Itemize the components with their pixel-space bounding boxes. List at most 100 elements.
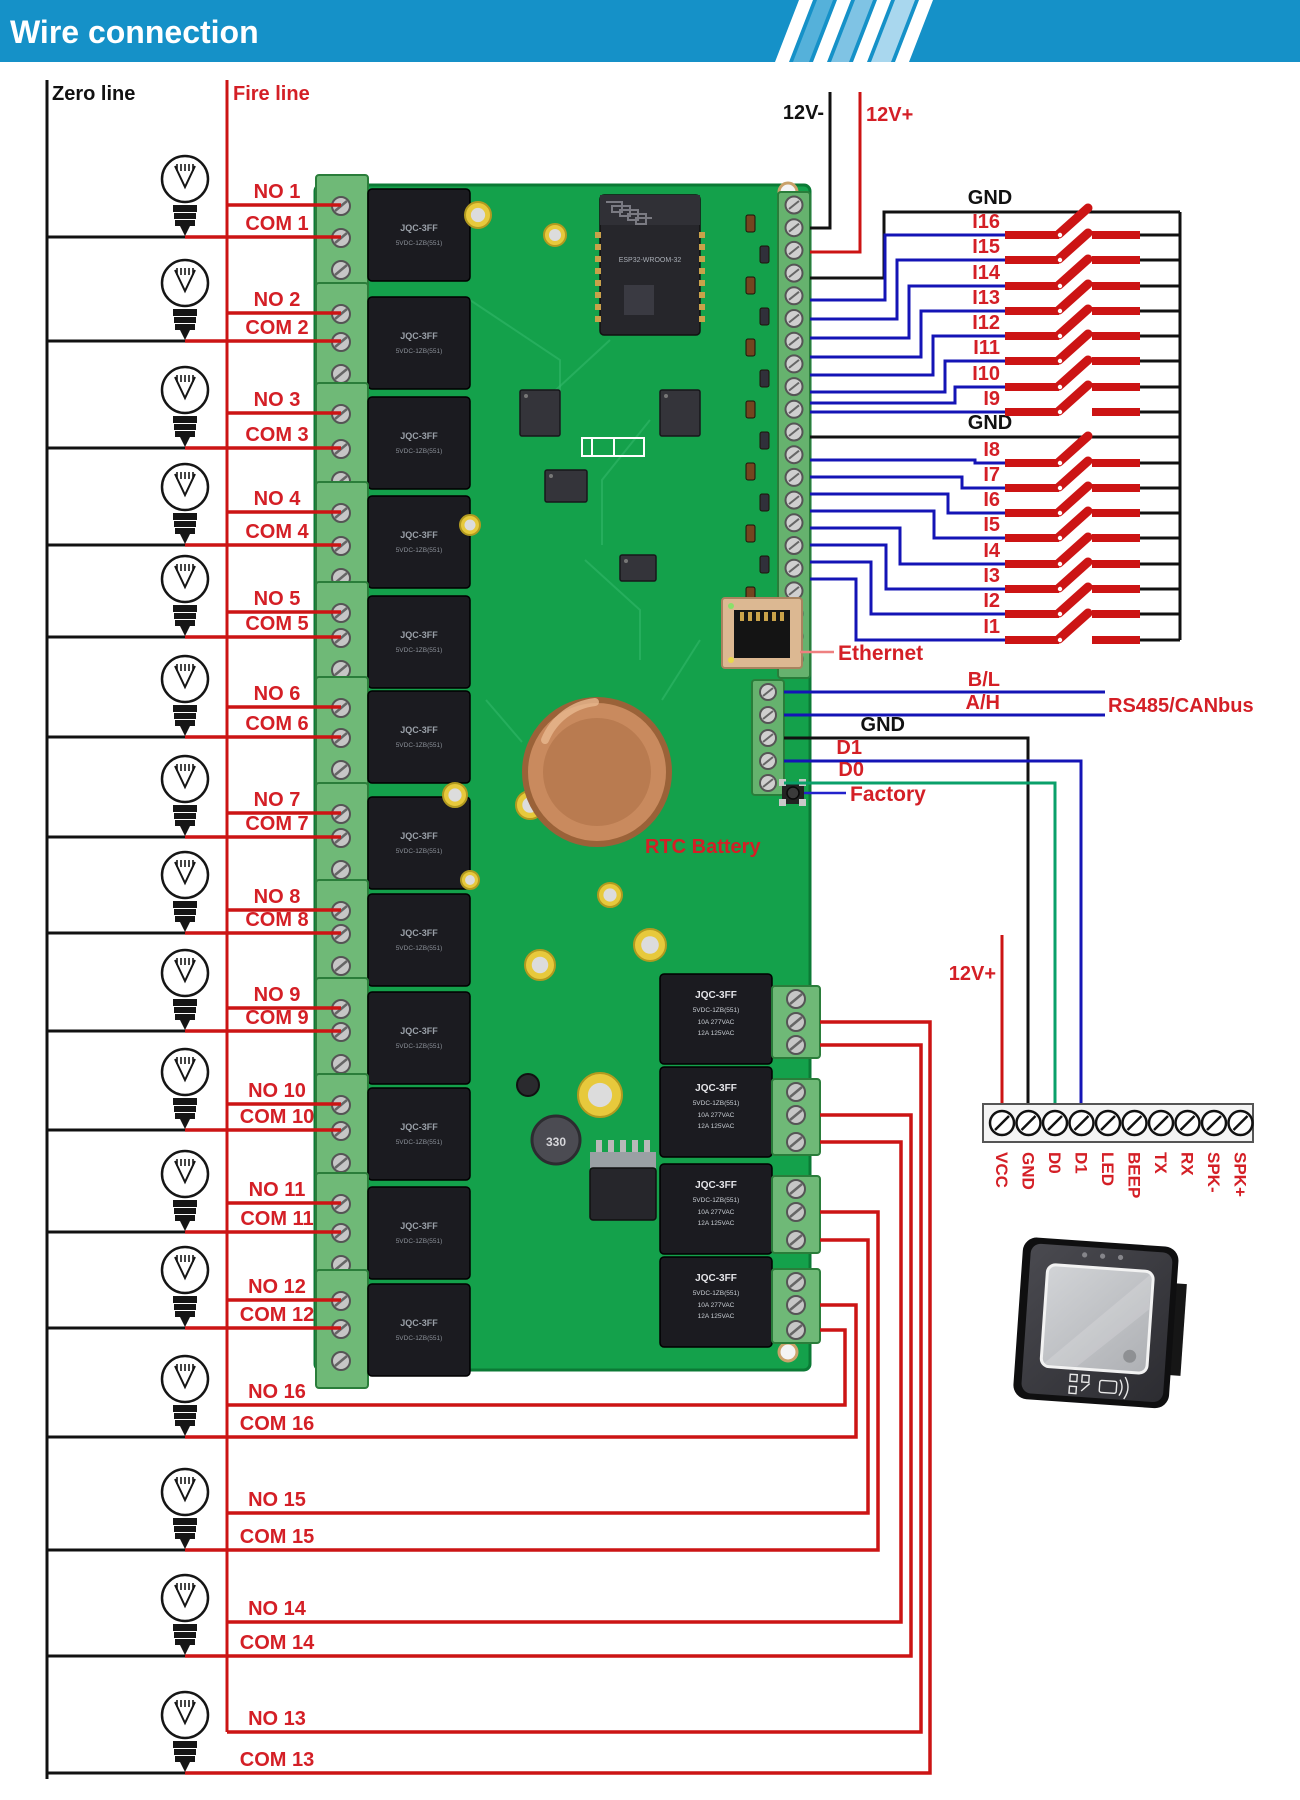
input-row: I15 — [810, 228, 1180, 321]
d0-wire — [784, 781, 1057, 1104]
esp32-antenna — [600, 195, 700, 225]
input-label: I7 — [983, 464, 1000, 486]
relay-marking: 10A 277VAC — [698, 1112, 735, 1119]
terminal-pin-label: LED — [1098, 1152, 1117, 1186]
switch-icon — [1005, 304, 1140, 340]
input-wire — [810, 233, 1005, 302]
input-wire — [810, 385, 1005, 405]
pcb-trace — [584, 559, 641, 660]
ah-label: A/H — [966, 692, 1000, 714]
relay-component — [367, 595, 471, 689]
switch-icon — [1005, 355, 1140, 391]
relay-marking: 5VDC-1ZB(551) — [396, 240, 443, 247]
no-wire — [227, 1140, 903, 1624]
reader-camera-icon — [1123, 1349, 1137, 1363]
supply-lines: Zero line Fire line 12V- 12V+ — [45, 80, 913, 1779]
com-label: COM 12 — [240, 1304, 314, 1326]
diode-component — [745, 400, 756, 419]
zero-line-label: Zero line — [52, 83, 135, 105]
input-label: I12 — [972, 312, 1000, 334]
switch-icon — [1005, 203, 1140, 239]
com-label: COM 5 — [245, 613, 308, 635]
input-wire — [810, 543, 1005, 591]
switch-icon — [1005, 380, 1140, 416]
input-row: I16 — [810, 203, 1180, 302]
input-row: I10 — [810, 355, 1180, 405]
module-pin — [699, 280, 705, 286]
relay-marking: 5VDC-1ZB(551) — [396, 742, 443, 749]
regulator-component — [589, 1167, 657, 1221]
relay-marking: JQC-3FF — [400, 1026, 438, 1036]
relay-component — [367, 796, 471, 890]
light-bulb-icon — [160, 462, 210, 544]
com-label: COM 14 — [240, 1632, 315, 1654]
no-label: NO 4 — [254, 488, 302, 510]
com-label: COM 8 — [245, 909, 308, 931]
no-wire — [227, 1043, 923, 1734]
module-pin — [595, 268, 601, 274]
esp32-marking: ESP32-WROOM-32 — [619, 257, 682, 264]
relay-marking: JQC-3FF — [400, 928, 438, 938]
com-label: COM 3 — [245, 424, 308, 446]
diode-component — [759, 307, 770, 326]
diode-component — [745, 214, 756, 233]
relay-marking: 5VDC-1ZB(551) — [396, 547, 443, 554]
d1-label: D1 — [836, 737, 862, 759]
input-wire — [810, 309, 1005, 359]
input-wire — [810, 577, 1005, 642]
com-label: COM 7 — [245, 813, 308, 835]
input-label: I8 — [983, 439, 1000, 461]
com-label: COM 11 — [240, 1208, 313, 1230]
input-wire — [810, 458, 1005, 465]
relay-marking: 12A 125VAC — [698, 1123, 735, 1130]
diode-component — [745, 338, 756, 357]
input-label: I2 — [983, 590, 1000, 612]
input-row: I7 — [810, 456, 1180, 492]
comm-section: Ethernet B/L A/H RS485/CANbus GND D1 D0 … — [645, 642, 1254, 1104]
reader-led-dot — [1082, 1252, 1088, 1258]
module-pin — [699, 232, 705, 238]
relay-component — [367, 1283, 471, 1377]
relay-marking: 5VDC-1ZB(551) — [396, 1043, 443, 1050]
mounting-hole-icon — [777, 1341, 799, 1363]
relay-marking: JQC-3FF — [400, 530, 438, 540]
qr-code-icon — [1068, 1373, 1091, 1395]
relay-marking: JQC-3FF — [400, 431, 438, 441]
input-label: I11 — [973, 337, 1000, 359]
light-bulb-icon — [160, 154, 210, 236]
switch-icon — [1005, 254, 1140, 290]
relay-marking: JQC-3FF — [400, 630, 438, 640]
light-bulb-icon — [160, 1467, 210, 1549]
relay-marking: 5VDC-1ZB(551) — [396, 1139, 443, 1146]
banner-stripes-icon — [775, 0, 933, 62]
input-row: I1 — [810, 577, 1180, 644]
com-label: COM 16 — [240, 1413, 314, 1435]
relay-component — [367, 296, 471, 390]
input-wire — [810, 509, 1005, 540]
reader-led-dot — [1117, 1254, 1124, 1261]
input-label: I10 — [972, 363, 1000, 385]
light-bulb-icon — [160, 1047, 210, 1129]
12v-neg-wire — [810, 92, 832, 230]
input-wire — [810, 560, 1005, 616]
relay-component — [367, 991, 471, 1085]
relay-marking: JQC-3FF — [695, 1273, 737, 1284]
module-pin — [699, 256, 705, 262]
no-label: NO 8 — [254, 886, 301, 908]
switch-icon — [1005, 431, 1140, 467]
input-row: I12 — [810, 304, 1180, 377]
relay-marking: 10A 277VAC — [698, 1209, 735, 1216]
diode-component — [745, 462, 756, 481]
input-label: I15 — [972, 236, 1000, 258]
input-label: I1 — [983, 616, 1000, 638]
pcb-trace — [485, 699, 523, 743]
relay-marking: 12A 125VAC — [698, 1220, 735, 1227]
switch-icon — [1005, 456, 1140, 492]
diode-component — [745, 524, 756, 543]
regulator-tab — [590, 1152, 656, 1168]
input-wire — [810, 334, 1005, 377]
